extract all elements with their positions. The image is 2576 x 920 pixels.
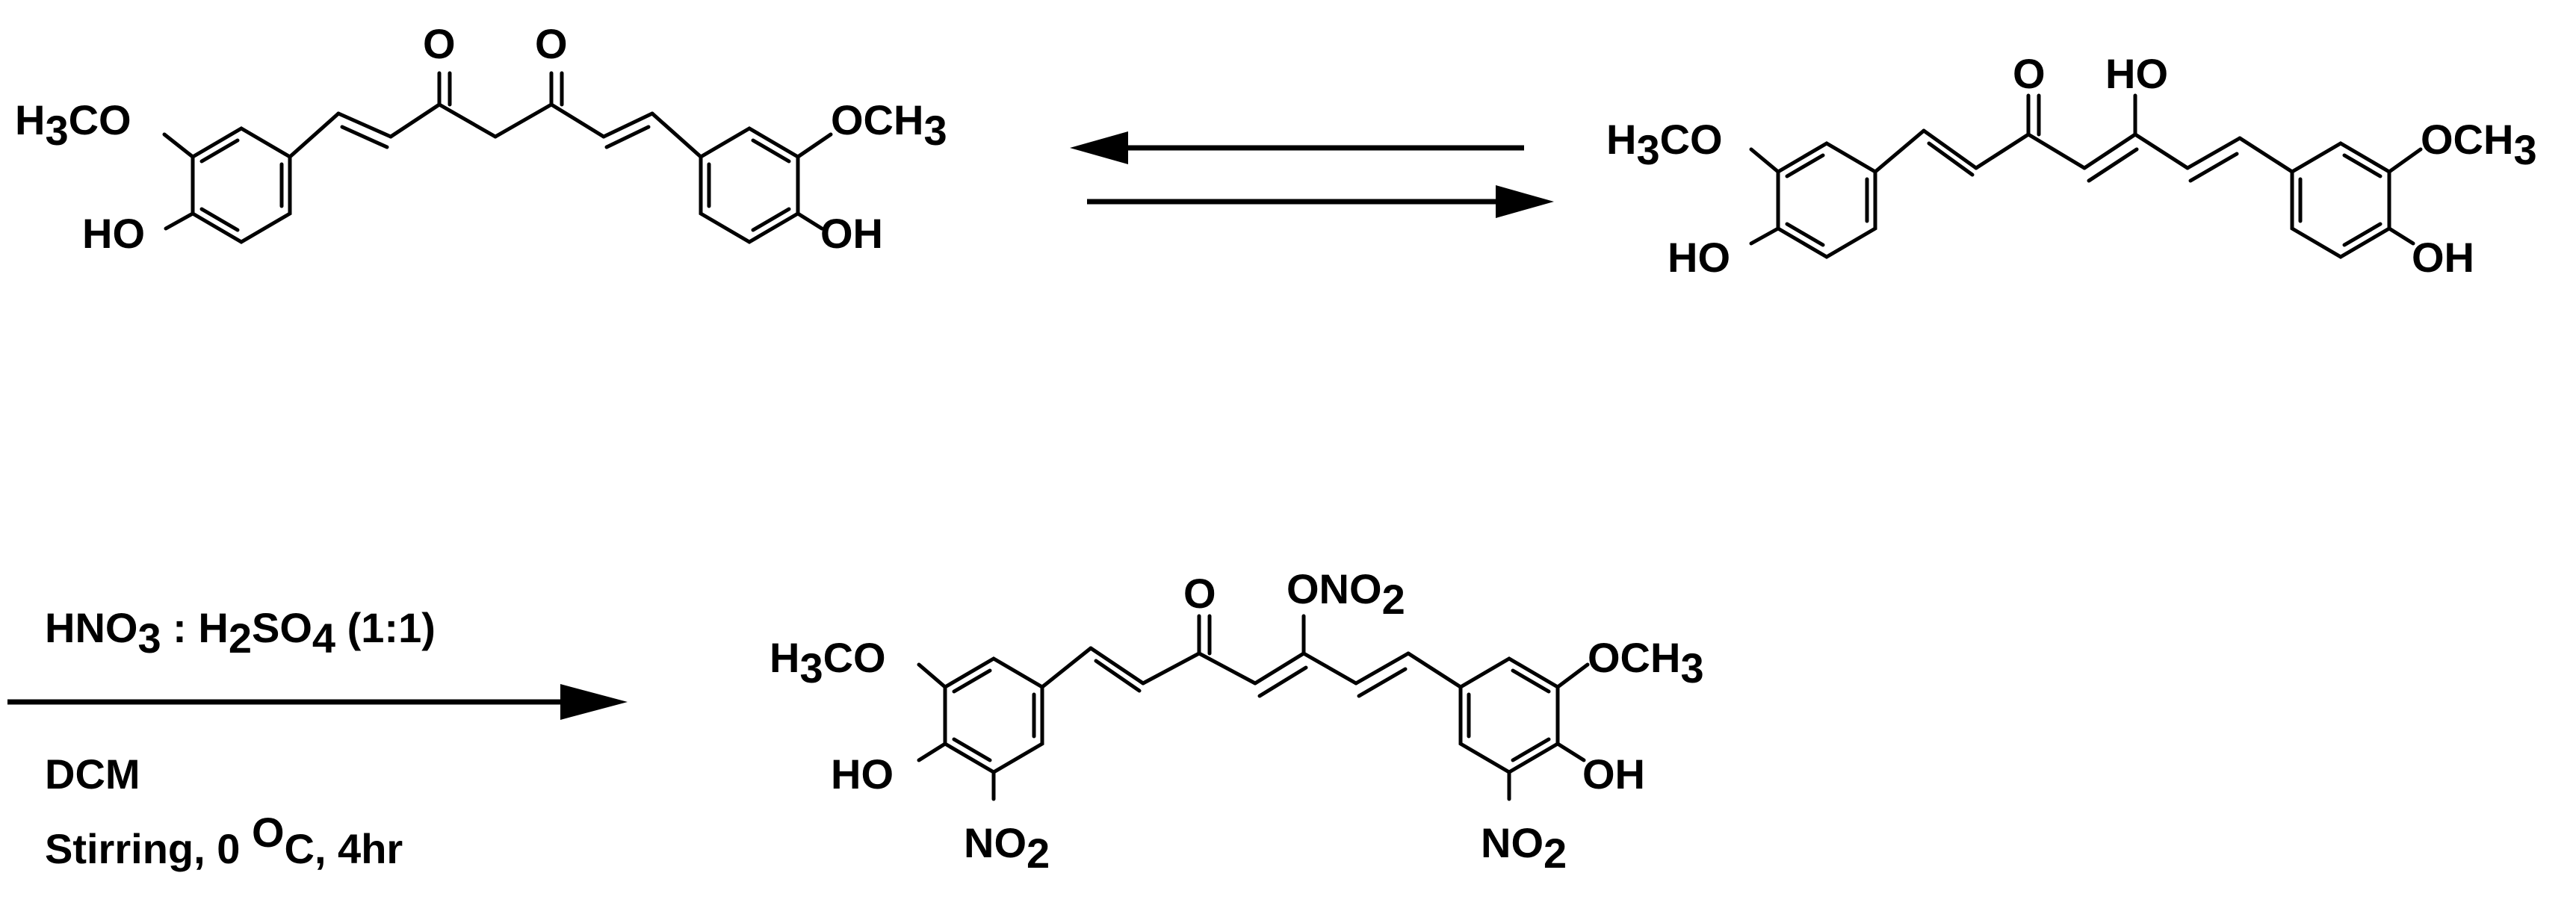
keto-left-benzene-ring xyxy=(191,126,292,244)
enol-carbonyl-label: O xyxy=(2013,50,2046,97)
reaction-arrow xyxy=(7,684,628,720)
product-right-methoxy-label: OCH3 xyxy=(1588,634,1704,691)
keto-right-hydroxy-label: OH xyxy=(820,210,883,257)
nitrated-product-structure: H3CO HO NO2 O ONO2 OCH3 OH NO2 xyxy=(770,565,1704,877)
keto-left-methoxy-label: H3CO xyxy=(15,96,131,154)
curcumin-enol-structure: H3CO HO O HO OCH3 OH xyxy=(1606,50,2537,281)
enol-substituent-bonds xyxy=(1749,147,2423,246)
product-right-nitro-label: NO2 xyxy=(1481,819,1567,877)
product-chain-bonds xyxy=(1040,614,1463,698)
enol-hydroxy-label: HO xyxy=(2105,50,2168,97)
enol-left-methoxy-label: H3CO xyxy=(1606,116,1723,173)
product-nitrate-label: ONO2 xyxy=(1287,565,1405,623)
keto-left-hydroxy-label: HO xyxy=(82,210,145,257)
keto-right-benzene-ring xyxy=(699,126,800,244)
product-carbonyl-label: O xyxy=(1183,570,1216,617)
enol-chain-bonds xyxy=(1873,93,2294,183)
enol-right-hydroxy-label: OH xyxy=(2412,234,2474,281)
enol-right-methoxy-label: OCH3 xyxy=(2421,116,2537,173)
product-left-nitro-label: NO2 xyxy=(964,819,1050,877)
keto-carbonyl-1-label: O xyxy=(423,20,456,67)
equilibrium-arrows xyxy=(1070,131,1554,218)
product-left-benzene-ring xyxy=(943,656,1044,774)
product-left-methoxy-label: H3CO xyxy=(770,634,886,691)
solvent-condition-label: DCM xyxy=(45,750,140,798)
keto-substituent-bonds xyxy=(162,132,833,231)
keto-chain-bonds xyxy=(288,71,703,159)
reagent-condition-label: HNO3 : H2SO4 (1:1) xyxy=(45,604,436,662)
enol-left-benzene-ring xyxy=(1776,141,1877,259)
keto-carbonyl-2-label: O xyxy=(535,20,568,67)
product-right-hydroxy-label: OH xyxy=(1582,750,1645,798)
keto-right-methoxy-label: OCH3 xyxy=(831,96,947,154)
product-left-hydroxy-label: HO xyxy=(831,750,894,798)
curcumin-keto-structure: H3CO HO O O OCH3 OH xyxy=(15,20,947,257)
product-substituent-bonds xyxy=(917,662,1590,801)
product-right-benzene-ring xyxy=(1458,656,1560,774)
enol-left-hydroxy-label: HO xyxy=(1668,234,1730,281)
enol-right-benzene-ring xyxy=(2290,141,2391,259)
process-condition-label: Stirring, 0 OC, 4hr xyxy=(45,809,403,872)
